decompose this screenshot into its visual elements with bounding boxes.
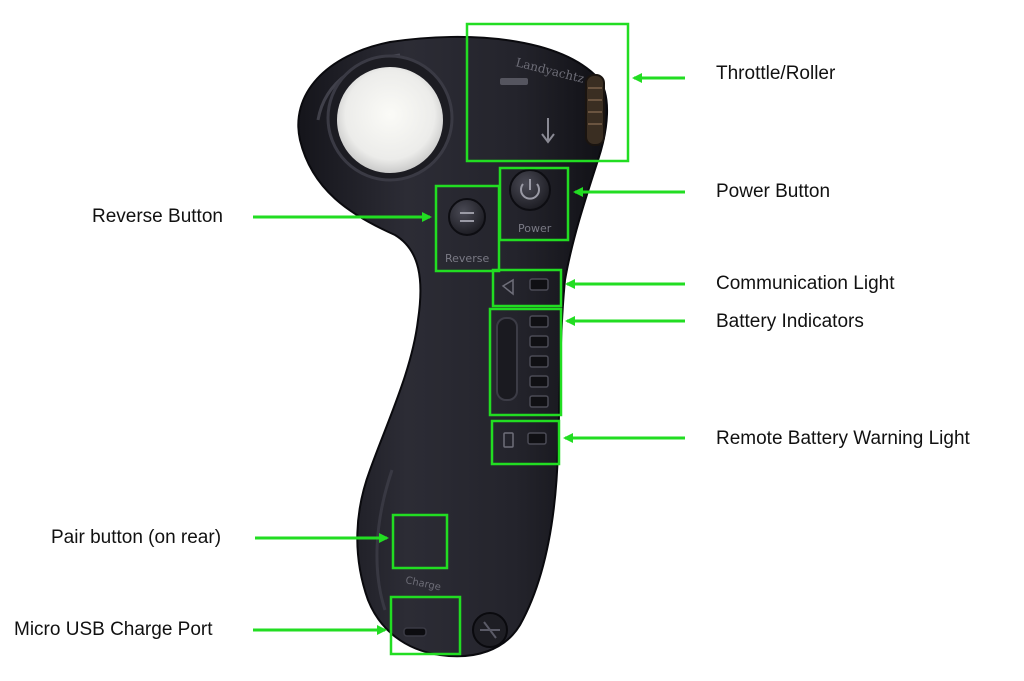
knob-detail [480, 621, 500, 639]
power-label: Power Button [716, 181, 831, 202]
throttle-box [465, 22, 630, 163]
reverse-button[interactable] [448, 198, 486, 236]
battery-light-1 [529, 315, 549, 328]
remote-rim [375, 469, 394, 611]
communication-label: Communication Light [716, 273, 895, 294]
remote-warning-label: Remote Battery Warning Light [716, 428, 970, 449]
battery-light-2 [529, 335, 549, 348]
remote-body: Landyachtz Power Reverse [297, 35, 608, 658]
reverse-box [434, 184, 501, 273]
usb-port [403, 627, 427, 637]
throttle-wheel [585, 74, 605, 146]
usb-label: Micro USB Charge Port [14, 619, 213, 640]
remote-warning-box [490, 419, 561, 466]
reverse-label: Reverse Button [92, 206, 223, 227]
battery-light-3 [529, 355, 549, 368]
ring-opening [337, 67, 443, 173]
battery-light-5 [529, 395, 549, 408]
pair-label: Pair button (on rear) [51, 527, 222, 548]
power-button-text: Power [518, 222, 552, 235]
callout-boxes [389, 22, 630, 656]
reverse-button-text: Reverse [445, 252, 489, 265]
battery-box [488, 307, 563, 417]
communication-light [529, 278, 549, 291]
remote-warning-light [527, 432, 547, 445]
battery-light-4 [529, 375, 549, 388]
callout-arrows [253, 73, 685, 635]
battery-label: Battery Indicators [716, 311, 864, 332]
down-arrow-icon [541, 118, 555, 144]
battery-icon [496, 317, 518, 401]
reverse-icon [460, 212, 474, 222]
power-icon [520, 179, 540, 200]
communication-box [491, 268, 563, 308]
throttle-label: Throttle/Roller [716, 63, 836, 84]
remote-warning-icon [503, 432, 514, 448]
pair-box [391, 513, 449, 570]
usb-box [389, 595, 462, 656]
logo-mark [500, 78, 528, 85]
signal-icon [501, 278, 514, 296]
